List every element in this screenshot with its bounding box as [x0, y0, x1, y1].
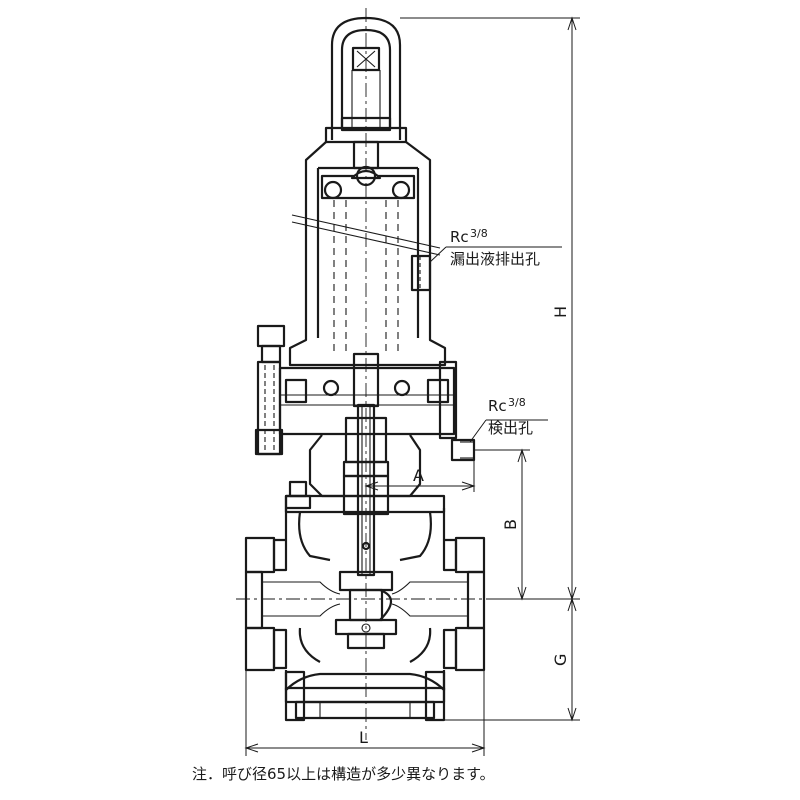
- diaphragm-housing: [254, 324, 476, 462]
- leakage-port-size: 3/8: [470, 227, 488, 240]
- dimension-B-label: B: [501, 519, 520, 530]
- dimension-B: [474, 448, 530, 601]
- leakage-port-rc: Rc: [450, 228, 469, 246]
- valve-body: [244, 480, 486, 722]
- dimension-G: [440, 597, 580, 722]
- dimension-A-label: A: [413, 466, 424, 485]
- stem-assembly: [308, 352, 422, 577]
- leakage-port-label: 漏出液排出孔: [450, 250, 540, 268]
- footnote: 注．呼び径65以上は構造が多少異なります。: [192, 765, 495, 783]
- dimension-L: [244, 670, 486, 756]
- center-lines: [236, 8, 500, 740]
- detection-port-size: 3/8: [508, 396, 526, 409]
- leader-detection-port: [469, 419, 548, 443]
- dimension-G-label: G: [551, 654, 570, 666]
- dimension-H-label: H: [551, 306, 570, 318]
- leader-leakage-port: [429, 246, 562, 263]
- dimension-A: [364, 460, 476, 492]
- detection-port-rc: Rc: [488, 397, 507, 415]
- spring-bonnet: [288, 141, 447, 367]
- dimension-L-label: L: [359, 728, 368, 747]
- detection-port-label: 検出孔: [488, 419, 533, 437]
